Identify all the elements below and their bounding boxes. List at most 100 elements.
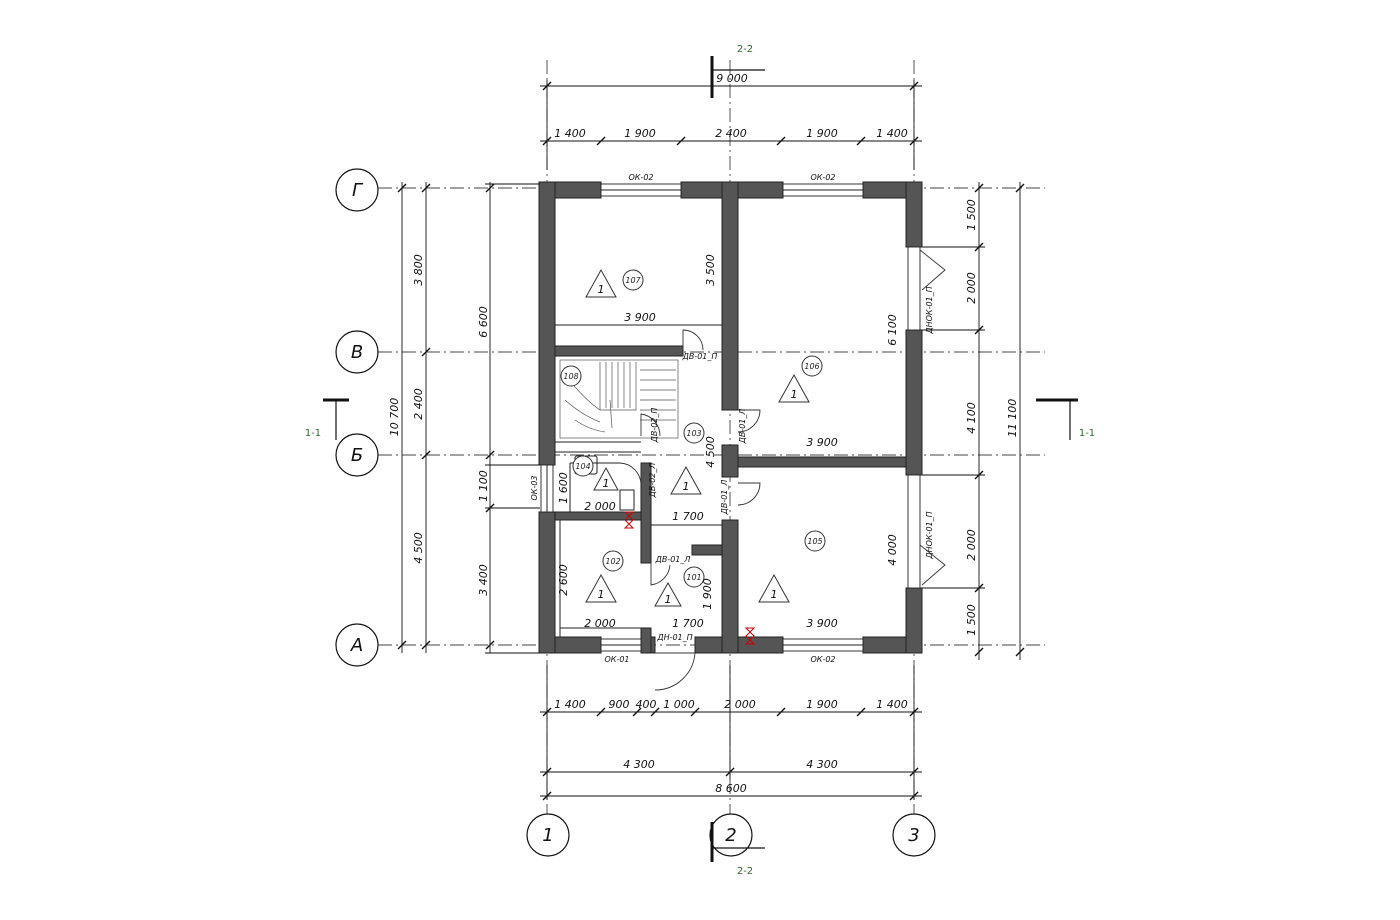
dim-interior: 3 900 — [806, 617, 838, 630]
section-label: 1-1 — [1079, 428, 1095, 439]
dim-left-inner: 1 100 — [477, 470, 490, 502]
svg-text:108: 108 — [563, 372, 578, 381]
dim-interior: 1 900 — [701, 578, 714, 610]
dim-top-total: 9 000 — [716, 72, 748, 85]
dim-interior: 2 600 — [557, 564, 570, 596]
dim-interior: 2 000 — [584, 500, 616, 513]
window-code: ОК-03 — [530, 475, 539, 500]
dim-interior: 3 900 — [806, 436, 838, 449]
room-106: 106 — [801, 355, 823, 377]
dim-interior: 3 900 — [624, 311, 656, 324]
dim-bottom-seg: 1 900 — [806, 698, 838, 711]
dim-interior: 4 500 — [704, 436, 717, 468]
axis-bubble-row-a: А — [335, 623, 379, 667]
svg-text:1: 1 — [603, 477, 610, 490]
svg-text:1: 1 — [598, 283, 605, 296]
dim-bottom-seg: 2 000 — [724, 698, 756, 711]
svg-text:1: 1 — [771, 588, 778, 601]
door-code: ДНОК-01_П — [925, 511, 934, 559]
room-101: 101 — [683, 566, 705, 588]
dim-bottom-seg: 900 — [609, 698, 630, 711]
finish-marker: 1 — [593, 466, 619, 491]
dim-interior: 1 700 — [672, 617, 704, 630]
dim-bottom-seg: 400 — [636, 698, 657, 711]
dim-left-total: 10 700 — [388, 398, 401, 437]
svg-text:107: 107 — [625, 276, 641, 285]
dimension-texts: 9 000 1 400 1 900 2 400 1 900 1 400 1 40… — [388, 72, 1019, 795]
dim-left-inner: 2 400 — [412, 388, 425, 420]
dim-right-total: 11 100 — [1006, 399, 1019, 438]
room-108: 108 — [560, 365, 582, 387]
dim-bottom-seg: 1 400 — [554, 698, 586, 711]
axis-bubble-col-3: 3 — [892, 813, 936, 857]
interior-walls — [554, 181, 907, 654]
door-code: ДВ-01_Л — [720, 480, 729, 516]
finish-marker: 1 — [585, 573, 617, 603]
dim-right-inner: 2 000 — [965, 529, 978, 561]
svg-text:105: 105 — [807, 537, 822, 546]
dim-right-inner: 2 000 — [965, 272, 978, 304]
room-107: 107 — [622, 269, 644, 291]
door-code: ДВ-02_Л — [648, 463, 657, 499]
door-code: ДН-01_П — [656, 633, 692, 642]
section-label: 2-2 — [737, 44, 753, 55]
svg-text:А: А — [350, 635, 363, 656]
dim-bottom-half: 4 300 — [806, 758, 838, 771]
room-102: 102 — [602, 550, 624, 572]
dim-top-seg: 1 900 — [806, 127, 838, 140]
svg-text:3: 3 — [908, 825, 919, 846]
dimension-lines — [397, 80, 1025, 801]
balcony-door-upper — [907, 246, 921, 331]
svg-text:1: 1 — [683, 480, 690, 493]
svg-text:101: 101 — [686, 573, 701, 582]
dim-top-seg: 1 400 — [554, 127, 586, 140]
window-code: ОК-02 — [810, 173, 835, 182]
axis-bubble-row-v: В — [335, 330, 379, 374]
dim-left-inner: 3 400 — [477, 564, 490, 596]
svg-text:103: 103 — [686, 429, 701, 438]
door-code: ДВ-01_П — [682, 352, 718, 361]
dim-bottom-total: 8 600 — [715, 782, 747, 795]
axis-bubble-col-2: 2 — [709, 813, 753, 857]
window-code: ОК-01 — [604, 655, 629, 664]
svg-text:1: 1 — [665, 593, 672, 606]
dim-interior: 4 000 — [886, 534, 899, 566]
svg-text:104: 104 — [575, 462, 590, 471]
dim-left-mid: 4 500 — [412, 532, 425, 564]
window-code: ОК-02 — [810, 655, 835, 664]
svg-text:102: 102 — [605, 557, 620, 566]
balcony-door-lower — [907, 474, 921, 589]
finish-marker: 1 — [654, 581, 682, 607]
finish-markers: 1 1 1 1 1 1 1 — [585, 268, 810, 607]
room-103: 103 — [683, 422, 705, 444]
axis-bubble-row-g: Г — [335, 168, 379, 212]
section-markers: 1-1 1-1 2-2 2-2 — [305, 44, 1095, 877]
opening-codes: ОК-02 ОК-02 ОК-02 ОК-01 ОК-03 ДВ-01_П ДВ… — [530, 173, 934, 664]
finish-marker: 1 — [585, 268, 617, 298]
door-code: ДВ-01_Л — [738, 409, 747, 445]
doors — [619, 249, 946, 691]
dim-left-inner: 3 800 — [412, 254, 425, 286]
dim-top-seg: 1 900 — [624, 127, 656, 140]
dim-right-mid: 4 100 — [965, 402, 978, 434]
dim-left-mid: 6 600 — [477, 306, 490, 338]
svg-text:106: 106 — [804, 362, 819, 371]
svg-text:Г: Г — [352, 180, 364, 201]
svg-text:1: 1 — [791, 388, 798, 401]
finish-marker: 1 — [758, 573, 790, 603]
windows — [540, 183, 921, 652]
dim-interior: 1 600 — [557, 472, 570, 504]
dim-top-seg: 2 400 — [715, 127, 747, 140]
dim-interior: 2 000 — [584, 617, 616, 630]
svg-text:2: 2 — [725, 825, 736, 846]
room-markers: 107 106 108 103 104 102 101 105 — [560, 269, 826, 588]
dim-bottom-seg: 1 000 — [663, 698, 695, 711]
dim-right-inner: 1 500 — [965, 604, 978, 636]
room-105: 105 — [804, 530, 826, 552]
svg-text:1: 1 — [598, 588, 605, 601]
door-code: ДВ-01_Л — [655, 555, 691, 564]
dim-interior: 6 100 — [886, 314, 899, 346]
svg-text:1: 1 — [542, 825, 553, 846]
axis-bubble-col-1: 1 — [526, 813, 570, 857]
